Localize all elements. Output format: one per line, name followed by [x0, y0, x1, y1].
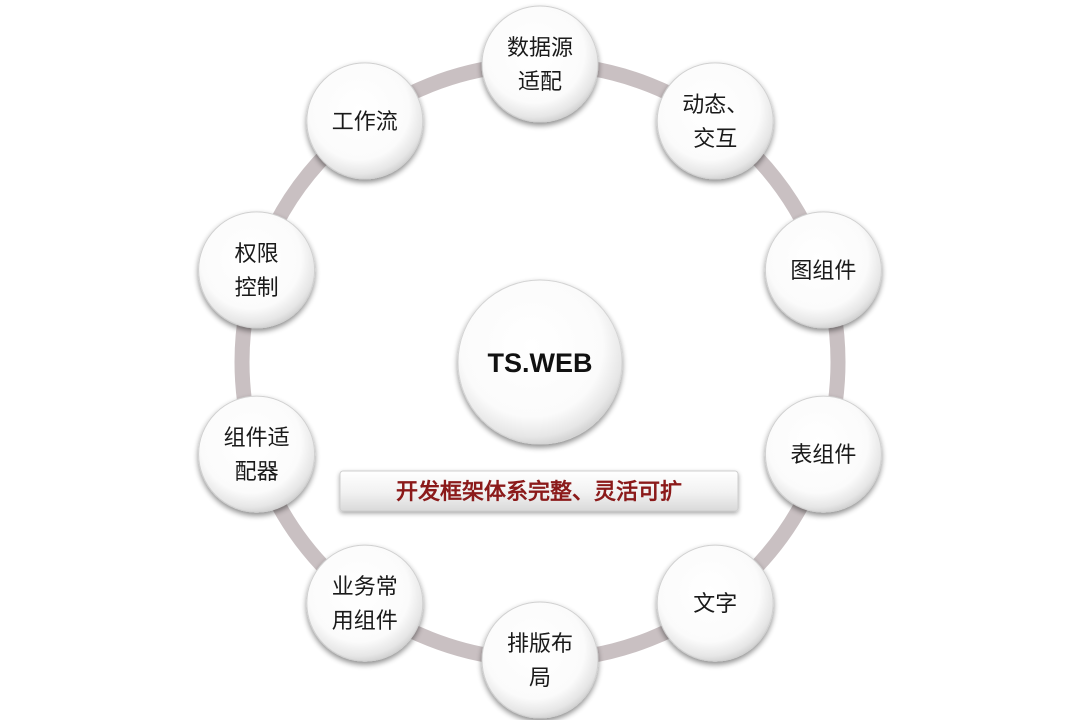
- cycle-node-circle: [481, 601, 599, 719]
- cycle-node: 表组件: [764, 395, 882, 513]
- cycle-node: 动态、交互: [656, 62, 774, 180]
- cycle-node-circle: [656, 544, 774, 662]
- banner-text: 开发框架体系完整、灵活可扩: [396, 479, 682, 505]
- cycle-node-label: 用组件: [332, 609, 398, 634]
- cycle-node-label: 适配: [518, 70, 562, 95]
- cycle-node-label: 配器: [235, 460, 279, 485]
- cycle-node: 图组件: [764, 211, 882, 329]
- summary-banner: 开发框架体系完整、灵活可扩: [339, 470, 739, 512]
- cycle-node-circle: [764, 211, 882, 329]
- cycle-node-circle: [764, 395, 882, 513]
- cycle-node-label: 控制: [235, 276, 279, 301]
- cycle-node-label: 组件适: [224, 426, 290, 451]
- cycle-node-label: 工作流: [332, 110, 398, 135]
- center-hub: TS.WEB: [457, 279, 623, 445]
- cycle-node-label: 排版布: [507, 632, 573, 657]
- cycle-node-label: 表组件: [790, 443, 856, 468]
- cycle-node-circle: [481, 5, 599, 123]
- cycle-node: 文字: [656, 544, 774, 662]
- cycle-node-label: 文字: [693, 592, 737, 617]
- cycle-node-label: 数据源: [507, 36, 573, 61]
- cycle-node-circle: [306, 544, 424, 662]
- cycle-node-label: 交互: [693, 127, 737, 152]
- cycle-node-circle: [198, 211, 316, 329]
- cycle-node-circle: [656, 62, 774, 180]
- cycle-node-label: 局: [529, 666, 551, 691]
- center-label: TS.WEB: [488, 348, 593, 378]
- cycle-node-circle: [198, 395, 316, 513]
- cycle-node: 工作流: [306, 62, 424, 180]
- cycle-node-label: 图组件: [790, 259, 856, 284]
- cycle-node-label: 权限: [235, 242, 279, 267]
- cycle-node-circle: [306, 62, 424, 180]
- cycle-node-label: 业务常: [332, 575, 398, 600]
- cycle-node-label: 动态、: [682, 93, 748, 118]
